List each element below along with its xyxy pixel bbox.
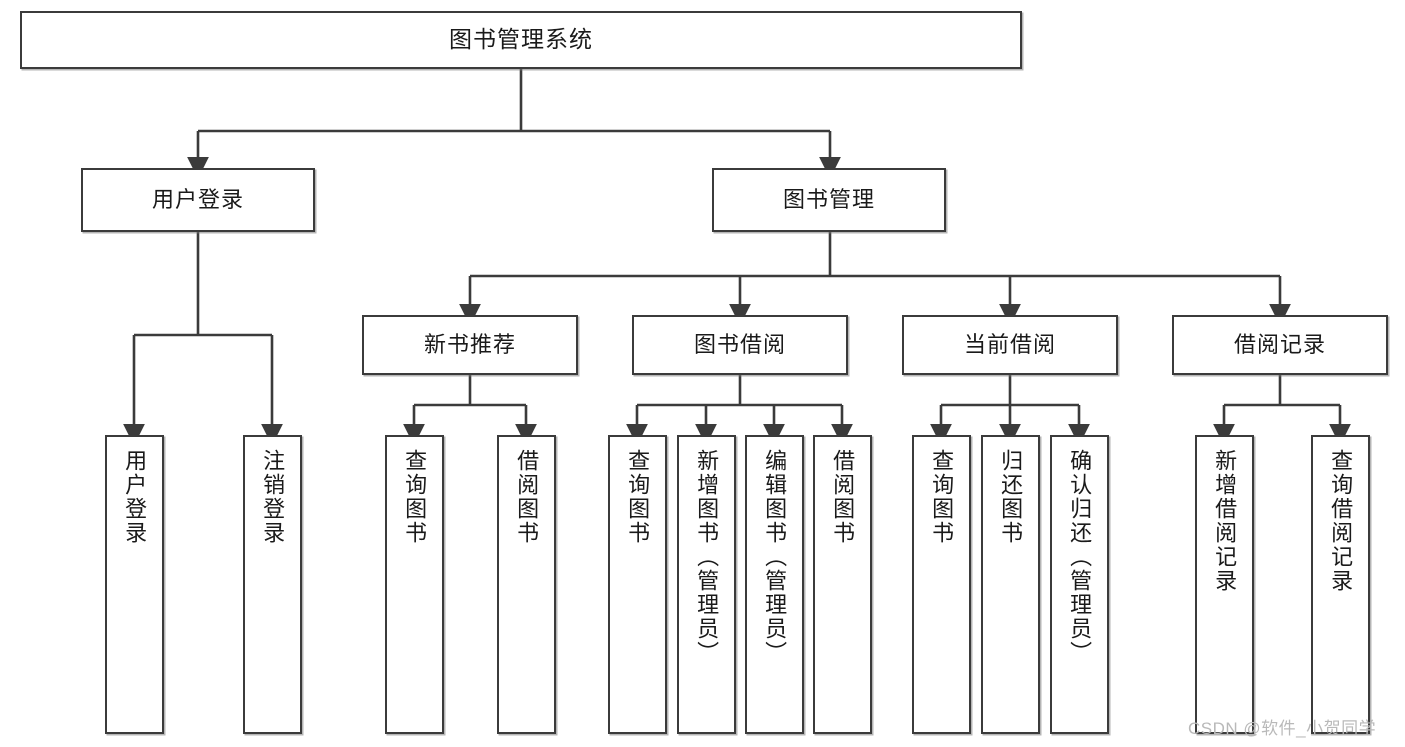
node-leaf-user-login[interactable]: 用户登录 [105, 435, 164, 734]
node-book-borrow[interactable]: 图书借阅 [632, 315, 848, 375]
node-leaf-query-book-current[interactable]: 查询图书 [912, 435, 971, 734]
node-leaf-return-book[interactable]: 归还图书 [981, 435, 1040, 734]
node-label: 当前借阅 [963, 332, 1056, 358]
node-label: 借阅记录 [1233, 332, 1326, 358]
node-leaf-edit-book-admin[interactable]: 编辑图书（管理员） [745, 435, 804, 734]
node-label: 注销登录 [260, 449, 286, 545]
node-label: 用户登录 [122, 449, 148, 545]
node-leaf-borrow-book-recommend[interactable]: 借阅图书 [497, 435, 556, 734]
node-label: 查询图书 [625, 449, 651, 545]
node-label: 图书管理系统 [449, 26, 593, 53]
node-leaf-query-book-recommend[interactable]: 查询图书 [385, 435, 444, 734]
node-leaf-confirm-return-admin[interactable]: 确认归还（管理员） [1050, 435, 1109, 734]
node-label: 新增借阅记录 [1212, 449, 1238, 593]
node-label: 图书管理 [782, 187, 875, 213]
node-label: 新增图书（管理员） [694, 449, 720, 665]
node-user-login[interactable]: 用户登录 [81, 168, 315, 232]
node-label: 查询图书 [929, 449, 955, 545]
node-new-book-recommend[interactable]: 新书推荐 [362, 315, 578, 375]
node-root-system[interactable]: 图书管理系统 [20, 11, 1022, 69]
node-leaf-add-book-admin[interactable]: 新增图书（管理员） [677, 435, 736, 734]
node-leaf-query-borrow-record[interactable]: 查询借阅记录 [1311, 435, 1370, 734]
node-label: 用户登录 [151, 187, 244, 213]
node-leaf-borrow-book[interactable]: 借阅图书 [813, 435, 872, 734]
node-label: 借阅图书 [830, 449, 856, 545]
node-label: 新书推荐 [423, 332, 516, 358]
node-leaf-logout[interactable]: 注销登录 [243, 435, 302, 734]
node-borrow-record[interactable]: 借阅记录 [1172, 315, 1388, 375]
node-label: 借阅图书 [514, 449, 540, 545]
node-label: 归还图书 [998, 449, 1024, 545]
node-label: 查询借阅记录 [1328, 449, 1354, 593]
node-book-management[interactable]: 图书管理 [712, 168, 946, 232]
node-label: 查询图书 [402, 449, 428, 545]
node-label: 确认归还（管理员） [1067, 449, 1093, 665]
node-current-borrow[interactable]: 当前借阅 [902, 315, 1118, 375]
node-leaf-add-borrow-record[interactable]: 新增借阅记录 [1195, 435, 1254, 734]
node-label: 图书借阅 [693, 332, 786, 358]
node-leaf-query-book-borrow[interactable]: 查询图书 [608, 435, 667, 734]
node-label: 编辑图书（管理员） [762, 449, 788, 665]
